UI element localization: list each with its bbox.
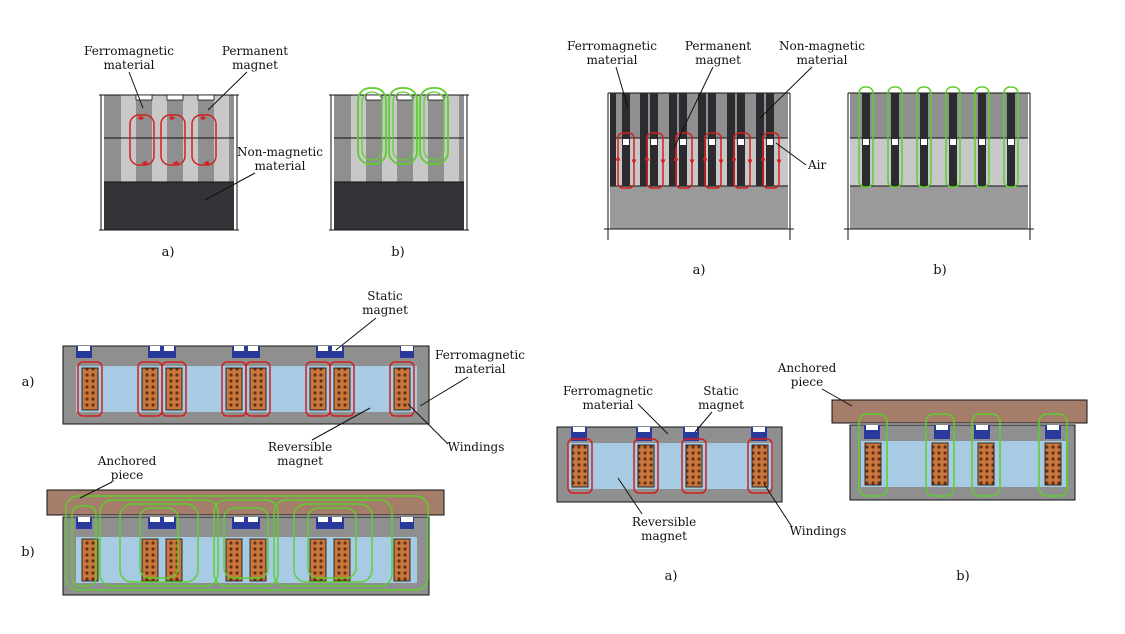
label-static-magnet: Static <box>367 289 403 303</box>
tl-a-device <box>99 94 239 231</box>
br-a-device <box>556 426 783 503</box>
label-non-magnetic-material: material <box>796 53 847 67</box>
anchored-piece <box>46 489 445 516</box>
br-b-device <box>831 399 1088 501</box>
label-anchored-piece: piece <box>791 375 823 389</box>
bl-a-labels: Static magnet Ferromagnetic material Rev… <box>22 289 526 468</box>
label-ferromagnetic-material: Ferromagnetic <box>567 39 657 53</box>
label-non-magnetic-material: material <box>254 159 305 173</box>
label-reversible-magnet: magnet <box>641 529 687 543</box>
label-air: Air <box>807 158 827 172</box>
bl-b-labels: Anchored piece b) <box>21 454 156 560</box>
tl-b-device <box>329 87 469 231</box>
label-anchored-piece: Anchored <box>777 361 837 375</box>
bl-b-device <box>46 489 445 596</box>
caption-a: a) <box>665 569 678 584</box>
label-ferromagnetic-material: Ferromagnetic <box>435 348 525 362</box>
label-windings: Windings <box>448 440 505 454</box>
label-ferromagnetic-material: Ferromagnetic <box>84 44 174 58</box>
caption-b: b) <box>956 569 969 584</box>
anchored-piece <box>831 399 1088 424</box>
br-b-labels: Anchored piece b) <box>777 361 970 584</box>
label-reversible-magnet: Reversible <box>632 515 696 529</box>
tr-b-device <box>844 86 1034 240</box>
label-non-magnetic-material: Non-magnetic <box>237 145 323 159</box>
label-reversible-magnet: Reversible <box>268 440 332 454</box>
label-ferromagnetic-material: material <box>103 58 154 72</box>
caption-a: a) <box>162 245 175 260</box>
label-ferromagnetic-material: Ferromagnetic <box>563 384 653 398</box>
tr-a-device <box>604 92 794 240</box>
label-ferromagnetic-material: material <box>454 362 505 376</box>
label-anchored-piece: piece <box>111 468 143 482</box>
label-ferromagnetic-material: material <box>586 53 637 67</box>
label-non-magnetic-material: Non-magnetic <box>779 39 865 53</box>
caption-a: a) <box>22 375 35 390</box>
label-windings: Windings <box>790 524 847 538</box>
label-permanent-magnet: magnet <box>232 58 278 72</box>
br-a-labels: Ferromagnetic material Static magnet Rev… <box>563 384 846 584</box>
bl-a-device <box>62 345 430 425</box>
caption-a: a) <box>693 263 706 278</box>
label-permanent-magnet: Permanent <box>685 39 751 53</box>
caption-b: b) <box>391 245 404 260</box>
caption-b: b) <box>21 545 34 560</box>
tl-a-labels: Ferromagnetic material Permanent magnet … <box>84 44 323 260</box>
label-ferromagnetic-material: material <box>582 398 633 412</box>
label-static-magnet: Static <box>703 384 739 398</box>
label-static-magnet: magnet <box>698 398 744 412</box>
label-reversible-magnet: magnet <box>277 454 323 468</box>
label-permanent-magnet: Permanent <box>222 44 288 58</box>
caption-b: b) <box>933 263 946 278</box>
non-magnetic-base <box>104 182 234 230</box>
label-static-magnet: magnet <box>362 303 408 317</box>
tr-a-labels: Ferromagnetic material Permanent magnet … <box>567 39 865 278</box>
winding-coils <box>81 367 411 411</box>
label-anchored-piece: Anchored <box>97 454 157 468</box>
label-permanent-magnet: magnet <box>695 53 741 67</box>
